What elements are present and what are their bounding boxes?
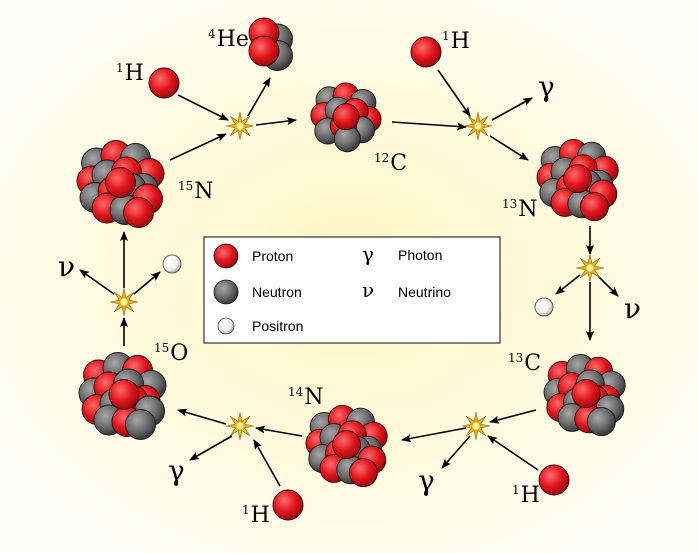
n13-nucleus <box>536 138 619 222</box>
legend-box <box>203 236 501 344</box>
label-h1-top-left: 1H <box>116 61 144 86</box>
proton-ball <box>571 379 601 409</box>
arrow-h1-to-flash-4 <box>487 435 539 471</box>
flash-5-core <box>236 422 244 430</box>
arrow-flash-6-to-positron <box>133 271 161 295</box>
legend-positron-label: Positron <box>252 318 303 334</box>
arrow-flash-5-to-gamma <box>189 435 233 461</box>
positrons <box>162 254 554 317</box>
legend-photon-label: Photon <box>398 247 442 263</box>
flash-6-core <box>120 298 128 306</box>
he4-nucleus <box>248 17 293 71</box>
o15-nucleus <box>78 352 167 440</box>
label-c12: 12C <box>374 151 407 176</box>
legend-neutrino-symbol: ν <box>362 278 374 302</box>
reaction-flashes <box>109 111 605 441</box>
c12-nucleus <box>310 82 382 153</box>
legend-neutron-label: Neutron <box>252 284 302 300</box>
arrow-c12-to-flash-2 <box>391 121 467 131</box>
label-o15: 15O <box>154 341 188 366</box>
proton-ball <box>248 35 280 67</box>
label-c13: 13C <box>508 351 541 376</box>
legend-photon-symbol: γ <box>362 242 374 266</box>
proton-ball <box>348 458 378 488</box>
proton-ball <box>123 197 154 228</box>
neutron-ball <box>125 409 156 440</box>
arrow-flash-4-to-n14 <box>401 427 467 443</box>
nu-left: ν <box>58 250 75 283</box>
arrow-flash-2-to-gamma <box>491 97 533 121</box>
label-he4: 4He <box>208 27 249 52</box>
label-h1-bottom-right: 1H <box>512 483 540 508</box>
proton-ball <box>579 192 609 222</box>
legend: Proton Neutron Positron γ Photon ν Neutr… <box>203 236 501 344</box>
flash-1-core <box>236 122 244 130</box>
proton-ball <box>105 167 136 198</box>
arrow-n14-to-flash-5 <box>255 425 303 437</box>
proton-top-right <box>410 36 442 68</box>
arrow-n15-to-flash-1 <box>169 133 227 161</box>
label-h1-bottom-left: 1H <box>242 503 270 528</box>
label-n13: 13N <box>502 197 538 222</box>
gamma-bottom-right: γ <box>418 464 435 497</box>
isotope-labels: 4He 1H 1H 12C 15N 13N 13C 15O 14N 1H 1H <box>116 27 541 528</box>
arrow-h1-to-flash-1 <box>177 94 229 121</box>
label-h1-top-right: 1H <box>442 29 470 54</box>
legend-positron-swatch <box>217 317 235 335</box>
n14-nucleus <box>305 404 388 488</box>
c13-nucleus <box>543 353 626 437</box>
nu-right: ν <box>624 292 641 325</box>
arrow-h1-to-flash-2 <box>437 69 471 117</box>
positron-left <box>162 254 182 274</box>
proton-top-left <box>148 67 180 99</box>
neutron-ball <box>586 407 616 437</box>
legend-proton-swatch <box>213 243 239 269</box>
nuclei <box>76 17 626 521</box>
proton-ball <box>563 164 593 194</box>
arrow-flash-5-to-o15 <box>177 408 227 425</box>
arrow-flash-3-to-positron <box>555 274 581 295</box>
proton-ball <box>332 430 362 460</box>
flash-4-core <box>472 422 480 430</box>
emission-symbols: γ ν γ γ ν <box>58 70 641 497</box>
legend-neutrino-label: Neutrino <box>398 284 451 300</box>
proton-ball <box>332 103 360 131</box>
arrow-flash-3-to-nu <box>597 275 619 297</box>
proton-bottom-left <box>272 489 304 521</box>
gamma-top-right: γ <box>538 70 555 103</box>
arrows <box>79 69 619 487</box>
arrow-c13-to-flash-4 <box>489 409 537 424</box>
arrow-flash-6-to-nu <box>79 269 115 295</box>
positron-right <box>534 297 554 317</box>
label-n14: 14N <box>288 385 324 410</box>
label-n15: 15N <box>178 179 214 204</box>
arrow-flash-1-to-he4 <box>247 77 271 117</box>
proton-ball <box>108 379 140 410</box>
n15-nucleus <box>76 140 165 228</box>
legend-neutron-swatch <box>213 279 239 305</box>
proton-bottom-right <box>538 464 570 496</box>
legend-proton-label: Proton <box>252 248 293 264</box>
arrow-flash-4-to-gamma <box>441 435 471 469</box>
arrow-flash-1-to-c12 <box>255 117 297 126</box>
flash-3-core <box>586 264 594 272</box>
arrow-h1-to-flash-5 <box>253 439 281 487</box>
arrow-flash-2-to-n13 <box>489 135 529 161</box>
flash-2-core <box>474 122 482 130</box>
gamma-bottom-left: γ <box>168 454 185 487</box>
